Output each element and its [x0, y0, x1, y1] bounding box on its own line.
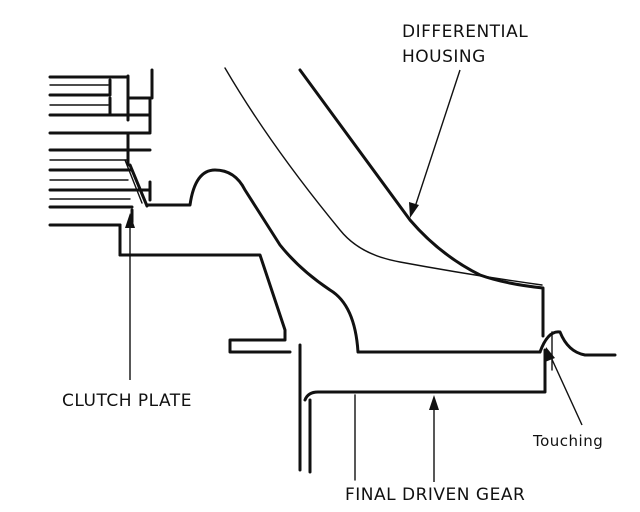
housing-leader	[413, 69, 461, 211]
leader-lines	[125, 69, 583, 482]
touching-leader	[549, 354, 583, 426]
housing-arrowhead	[409, 202, 419, 218]
final-driven-gear-arrowhead	[429, 395, 439, 410]
clutch-plate-arrowhead	[125, 213, 135, 228]
clutch-plate-stack	[48, 68, 154, 227]
differential-housing-label-line2: HOUSING	[402, 47, 486, 67]
touching-label: Touching	[532, 432, 603, 450]
clutch-plate-label: CLUTCH PLATE	[62, 391, 192, 411]
touching-arrowhead	[545, 347, 555, 362]
final-driven-gear-label: FINAL DRIVEN GEAR	[345, 485, 525, 505]
final-driven-gear	[118, 168, 617, 481]
differential-housing-label-line1: DIFFERENTIAL	[402, 22, 528, 42]
differential-housing	[224, 67, 545, 338]
